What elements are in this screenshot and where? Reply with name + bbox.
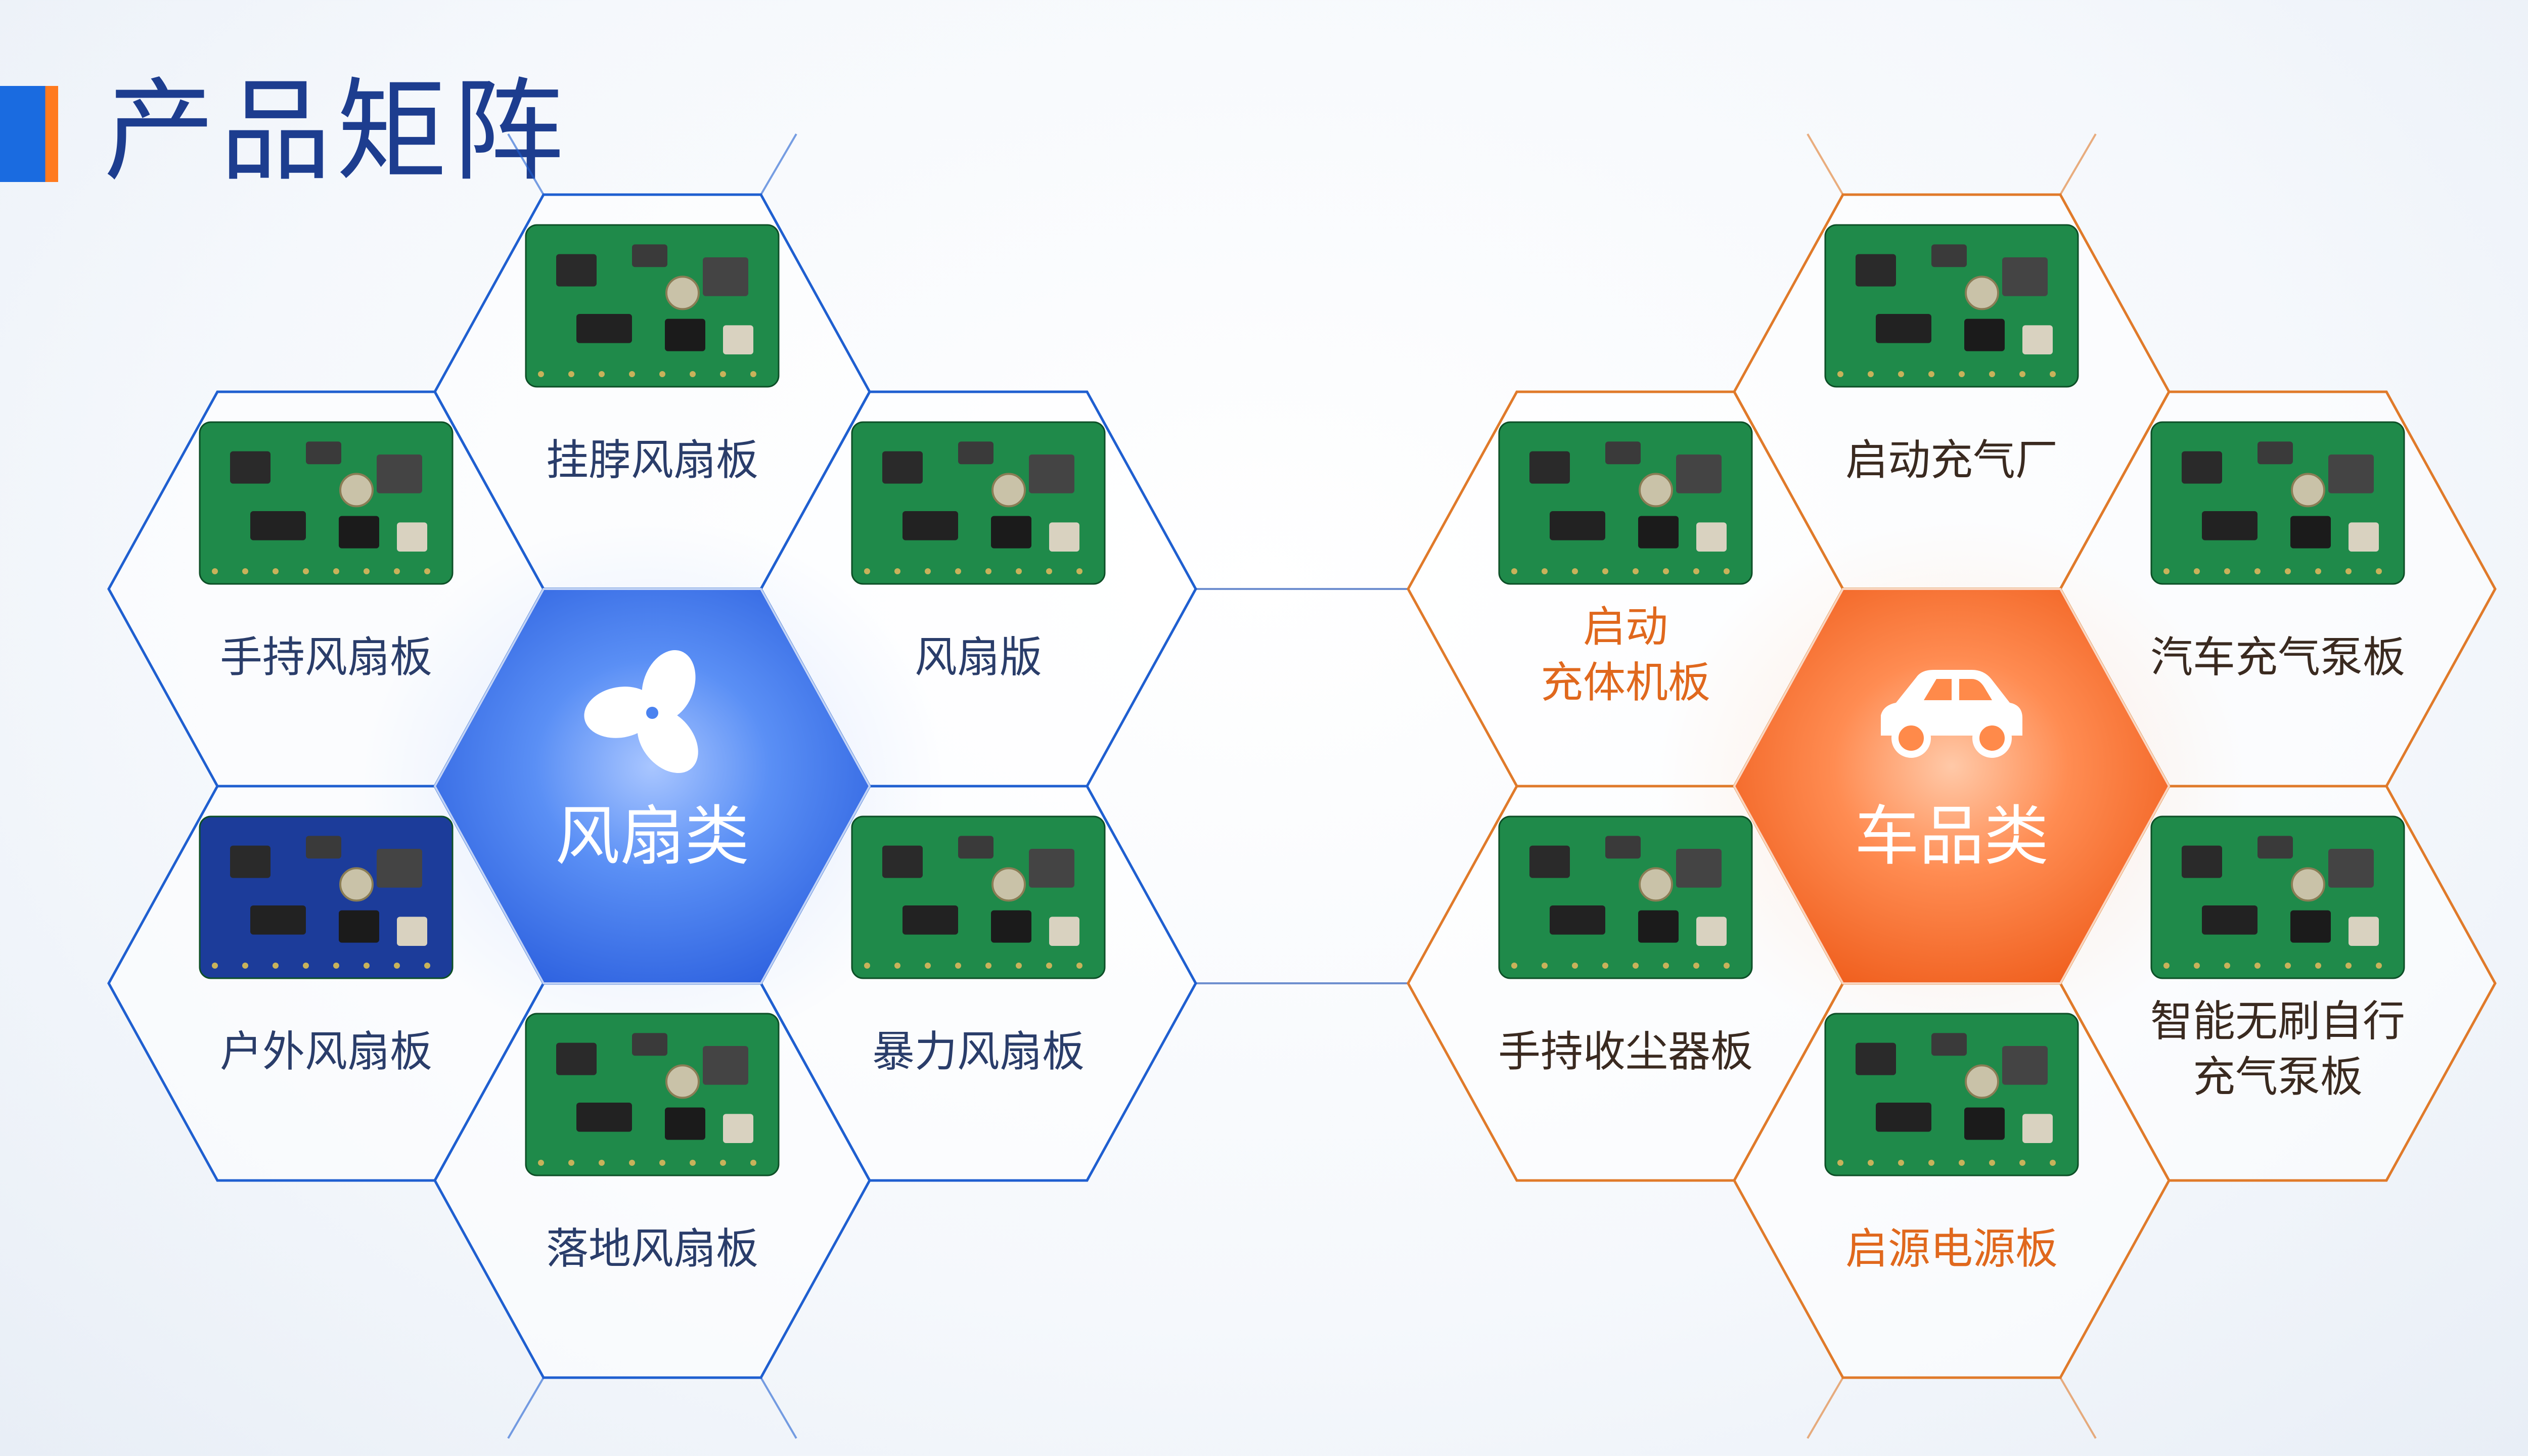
pcb-board-image (1824, 1013, 2079, 1176)
fan-category-label: 风扇类 (555, 799, 750, 874)
hex-stub-line (760, 133, 797, 196)
hex-cell-label: 启源电源板 (1845, 1224, 2058, 1273)
pcb-board-image (851, 815, 1106, 979)
car-icon (1881, 670, 2022, 758)
pcb-board-image (2150, 815, 2405, 979)
hex-cell-label-line: 充气泵板 (2192, 1052, 2363, 1102)
car-category-label: 车品类 (1854, 799, 2049, 874)
pcb-board-image (525, 1013, 780, 1176)
pcb-board-image (199, 815, 454, 979)
fan-category-hex[interactable] (433, 588, 871, 984)
hex-cell-label: 汽车充气泵板 (2150, 632, 2406, 682)
hex-cell-label: 启动充气厂 (1845, 435, 2058, 485)
hex-cell-label: 风扇版 (914, 632, 1043, 682)
pcb-board-image (1498, 815, 1753, 979)
fan-icon (584, 650, 698, 774)
hex-cell-label: 暴力风扇板 (872, 1027, 1085, 1076)
hex-cell-label: 手持风扇板 (219, 632, 433, 682)
hex-cell-label: 挂脖风扇板 (546, 435, 759, 485)
hex-stub-line (1807, 133, 1844, 196)
hex-cell-label-line: 充体机板 (1540, 658, 1711, 707)
hex-cell-label: 落地风扇板 (546, 1224, 759, 1273)
hex-stub-line (760, 1377, 797, 1439)
pcb-board-image (2150, 421, 2405, 585)
hex-cell-label-line: 启动 (1583, 602, 1668, 652)
pcb-board-image (199, 421, 454, 585)
title-accent-bar (0, 86, 58, 182)
pcb-board-image (851, 421, 1106, 585)
car-category-hex[interactable] (1733, 588, 2171, 984)
hex-cell-label: 手持收尘器板 (1498, 1027, 1753, 1076)
hex-stub-line (507, 133, 545, 196)
hex-cell-label: 启动充体机板 (1541, 599, 1710, 710)
hex-stub-line (1807, 1377, 1844, 1439)
hex-cell-label: 户外风扇板 (219, 1027, 433, 1076)
pcb-board-image (1498, 421, 1753, 585)
hex-stub-line (2059, 1377, 2097, 1439)
pcb-board-image (525, 224, 780, 388)
hex-cell-label: 智能无刷自行充气泵板 (2150, 993, 2405, 1105)
hex-cell-label-line: 智能无刷自行 (2150, 996, 2406, 1046)
hex-stub-line (507, 1377, 545, 1439)
page-title: 产品矩阵 (104, 67, 569, 196)
pcb-board-image (1824, 224, 2079, 388)
hex-stub-line (2059, 133, 2097, 196)
